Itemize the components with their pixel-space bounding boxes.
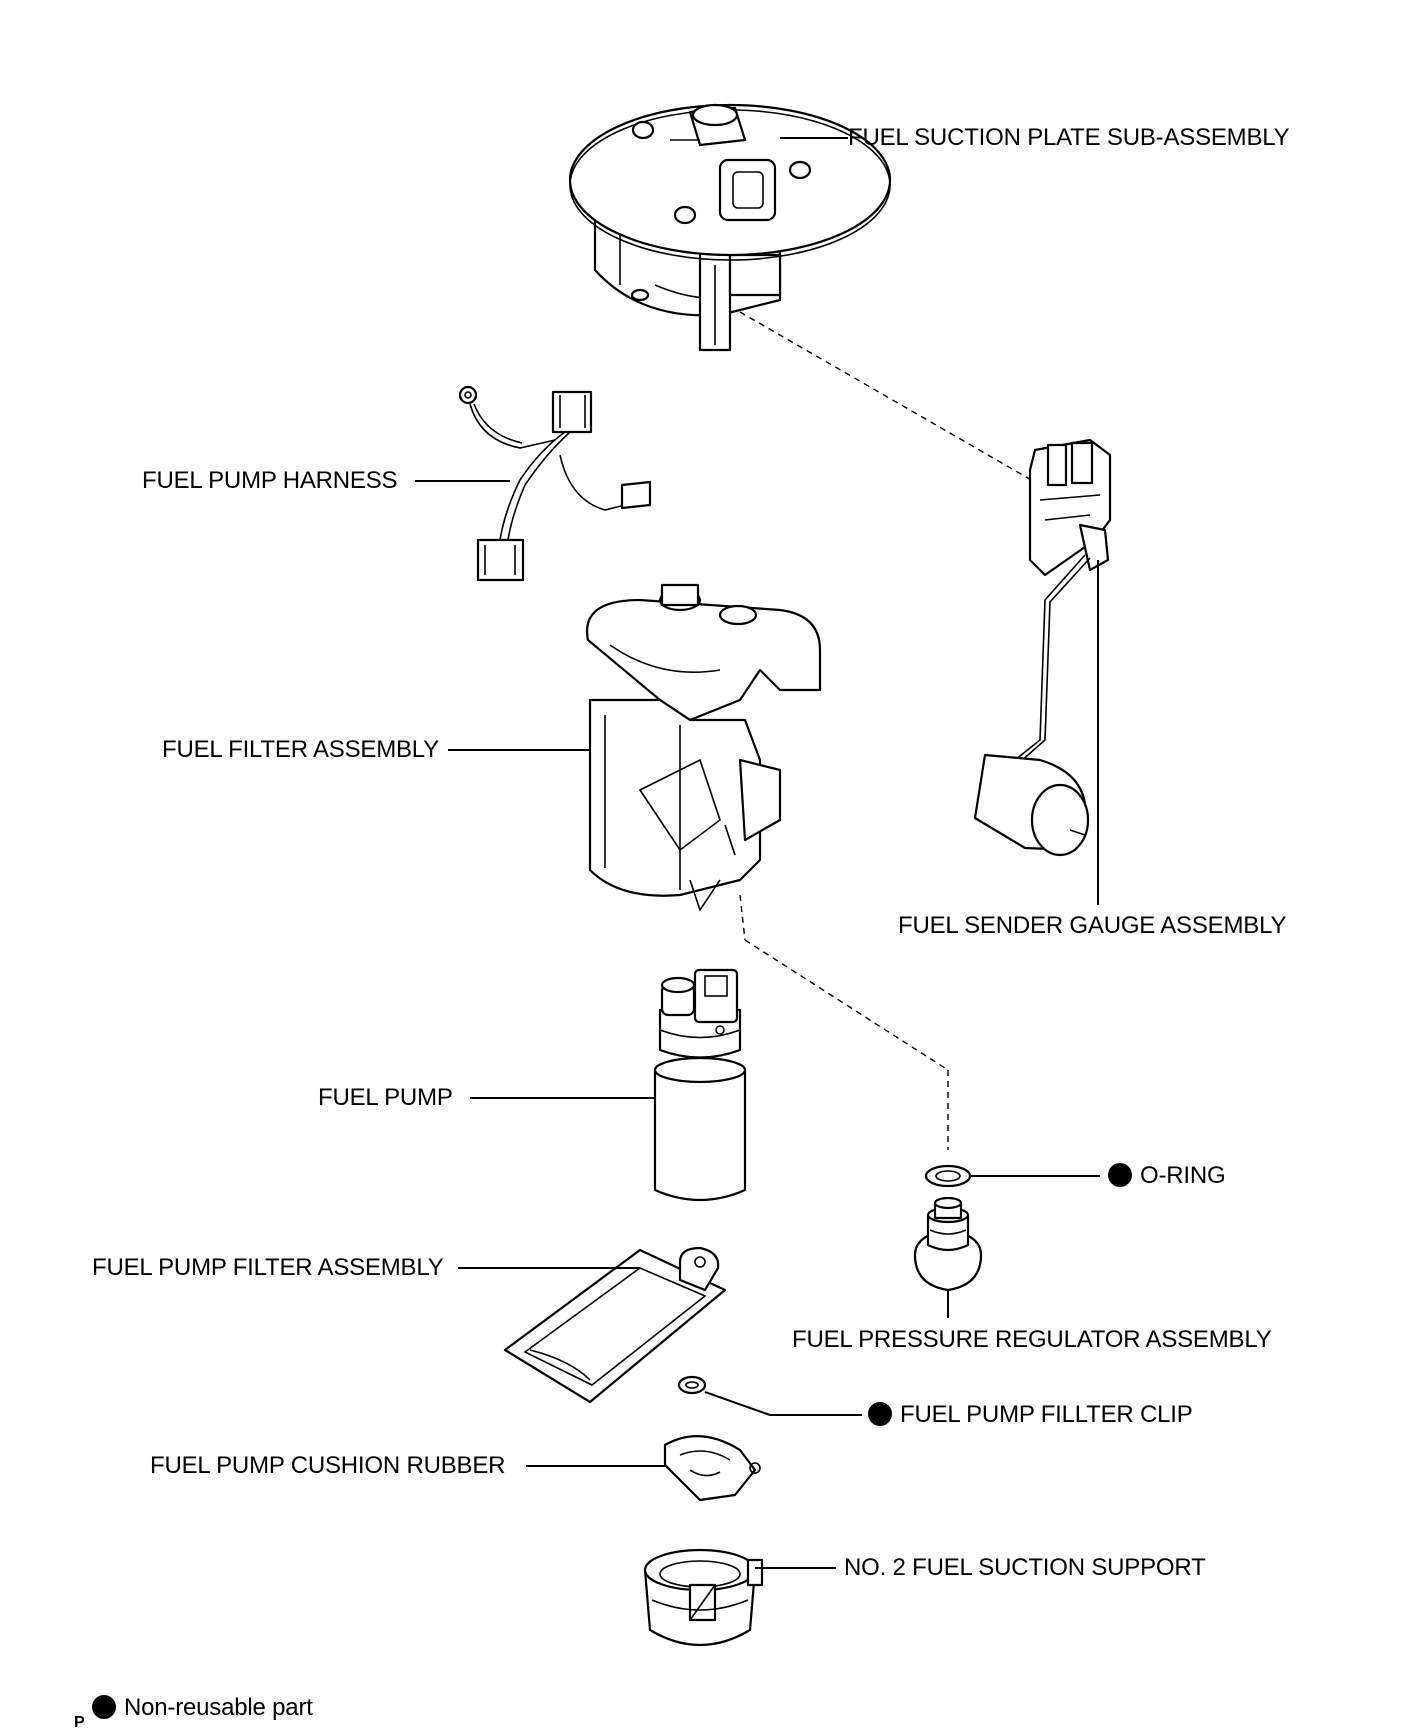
label-fuel-pressure-regulator: FUEL PRESSURE REGULATOR ASSEMBLY — [792, 1326, 1272, 1353]
legend-dot-icon — [92, 1695, 116, 1719]
non-reusable-dot-icon — [868, 1402, 892, 1426]
clip-leader-1 — [704, 1391, 771, 1416]
no2-suction-support-drawing — [643, 1548, 764, 1646]
label-o-ring-text: O-RING — [1140, 1162, 1226, 1189]
non-reusable-dot-icon — [1108, 1163, 1132, 1187]
o-ring-drawing — [924, 1164, 972, 1188]
label-fuel-pump-harness: FUEL PUMP HARNESS — [142, 467, 398, 494]
legend-non-reusable: Non-reusable part — [92, 1694, 313, 1722]
filter-dash-2 — [744, 939, 949, 1071]
label-no2-fuel-suction-support: NO. 2 FUEL SUCTION SUPPORT — [844, 1554, 1206, 1581]
corner-mark: P — [74, 1714, 85, 1731]
suction-plate-dashed-line — [739, 311, 1041, 486]
fuel-pump-filter-drawing — [503, 1246, 727, 1404]
fuel-sender-gauge-drawing — [973, 438, 1112, 857]
fuel-suction-plate-drawing — [568, 103, 892, 352]
label-fuel-pump-filter-clip-text: FUEL PUMP FILLTER CLIP — [900, 1401, 1193, 1428]
fuel-filter-drawing — [585, 583, 822, 912]
label-fuel-filter: FUEL FILTER ASSEMBLY — [162, 736, 439, 763]
fuel-pump-drawing — [653, 968, 747, 1202]
filter-dash-1 — [739, 894, 746, 941]
label-fuel-pump-cushion-rubber: FUEL PUMP CUSHION RUBBER — [150, 1452, 506, 1479]
label-o-ring: O-RING — [1108, 1162, 1226, 1190]
label-fuel-pump-filter: FUEL PUMP FILTER ASSEMBLY — [92, 1254, 444, 1281]
label-fuel-pump-filter-clip: FUEL PUMP FILLTER CLIP — [868, 1401, 1193, 1429]
fuel-pressure-regulator-drawing — [913, 1196, 983, 1292]
label-fuel-suction-plate: FUEL SUCTION PLATE SUB-ASSEMBLY — [848, 124, 1290, 151]
label-fuel-pump: FUEL PUMP — [318, 1084, 453, 1111]
fuel-pump-filter-clip-drawing — [677, 1375, 707, 1395]
fuel-pump-harness-drawing — [458, 385, 652, 582]
cushion-rubber-drawing — [663, 1435, 761, 1502]
legend-non-reusable-text: Non-reusable part — [124, 1694, 313, 1721]
label-fuel-sender-gauge: FUEL SENDER GAUGE ASSEMBLY — [898, 912, 1287, 939]
